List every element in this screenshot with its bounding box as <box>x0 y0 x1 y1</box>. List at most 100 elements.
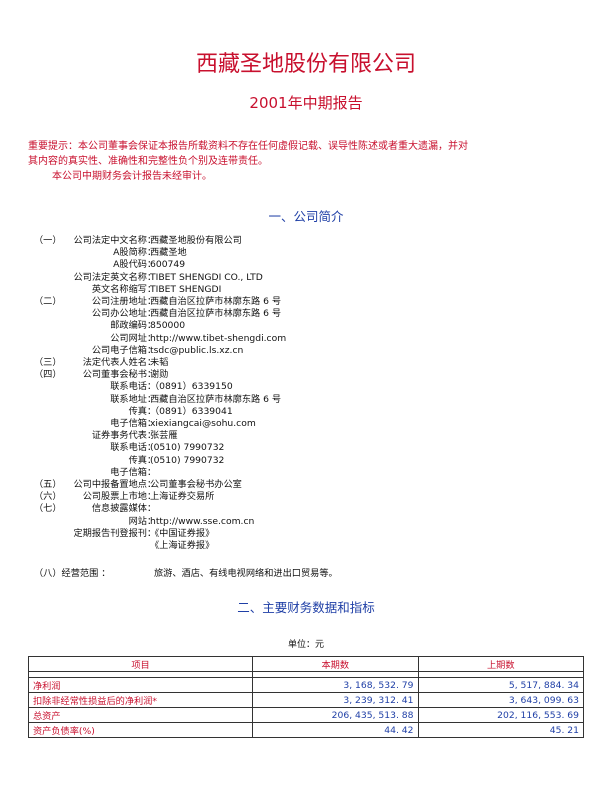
header-item: 项目 <box>28 656 253 672</box>
info-row: 传真：(0510) 7990732 <box>0 454 612 468</box>
info-row-colon: ： <box>147 308 157 320</box>
item-cell: 资产负债率(%) <box>28 722 253 738</box>
info-row-label: 传真 <box>128 405 147 417</box>
section-1-title: 一、公司简介 <box>268 209 344 224</box>
info-row-value: 850000 <box>150 320 186 332</box>
info-row-value: 未韬 <box>150 357 169 368</box>
section-2-title: 二、主要财务数据和指标 <box>237 600 375 615</box>
info-row: 公司法定英文名称：TIBET SHENGDI CO., LTD <box>0 271 612 285</box>
info-row: 公司电子信箱：tsdc@public.ls.xz.cn <box>0 344 612 358</box>
info-row-label: 联系地址 <box>110 393 147 405</box>
info-row-number: （七） <box>34 503 62 515</box>
report-title: 西藏圣地股份有限公司 <box>195 52 416 77</box>
info-row: 《上海证券报》 <box>0 539 612 553</box>
info-row-value: (0510) 7990732 <box>150 442 225 454</box>
info-row-value: 《上海证券报》 <box>150 540 215 551</box>
info-row-label: 证券事务代表 <box>91 430 147 442</box>
info-row-value: 600749 <box>150 259 186 271</box>
info-row-value: 《中国证券报》 <box>150 527 215 539</box>
previous-value-cell: 3, 643, 099. 63 <box>417 692 584 708</box>
info-row-label: 传真 <box>128 454 147 466</box>
previous-value-cell: 45. 21 <box>417 722 584 738</box>
info-row-colon: ： <box>147 283 157 295</box>
header-current: 本期数 <box>252 656 419 672</box>
previous-value-cell: 202, 116, 553. 69 <box>417 707 584 723</box>
info-row: 网站：http://www.sse.com.cn <box>0 515 612 529</box>
info-row-value: （0891）6339150 <box>150 381 233 393</box>
info-row-colon: ： <box>147 393 157 405</box>
info-row-colon: ： <box>147 235 157 246</box>
info-row-label: 网站 <box>128 515 147 527</box>
info-row: 电子信箱： <box>0 466 612 480</box>
info-row: （六）公司股票上市地：上海证券交易所 <box>0 490 612 504</box>
item-cell: 扣除非经常性损益后的净利润* <box>28 692 253 708</box>
info-row-colon: ： <box>147 466 157 478</box>
item-cell: 总资产 <box>28 707 253 723</box>
info-row-colon: ： <box>147 405 157 417</box>
info-row-value: 西藏圣地股份有限公司 <box>150 235 242 246</box>
info-row-colon: ： <box>147 332 157 344</box>
info-row-value: 公司董事会秘书办公室 <box>150 479 242 490</box>
info-row-label: 公司董事会秘书 <box>82 369 147 381</box>
info-row-label: 公司网址 <box>110 332 147 344</box>
info-row-value: 上海证券交易所 <box>150 491 215 503</box>
info-row-label: 公司法定英文名称 <box>73 271 148 283</box>
info-row-colon: ： <box>147 430 157 442</box>
current-value-cell: 44. 42 <box>252 722 419 738</box>
info-row-colon: ： <box>147 527 157 539</box>
item-cell: 净利润 <box>28 677 253 693</box>
info-row-value: 西藏自治区拉萨市林廓东路 6 号 <box>150 296 282 307</box>
info-row-label: 公司办公地址 <box>91 308 147 320</box>
info-row: 传真：（0891）6339041 <box>0 405 612 419</box>
info-row-colon: ： <box>147 418 157 429</box>
info-row-colon: ： <box>147 357 157 368</box>
info-row-label: A股代码 <box>113 259 147 271</box>
info-row-number: （一） <box>34 235 62 246</box>
info-row-value: tsdc@public.ls.xz.cn <box>150 344 244 356</box>
info-row-colon: ： <box>147 503 157 515</box>
info-row-value: 谢勋 <box>150 369 169 381</box>
info-row: 邮政编码：850000 <box>0 319 612 333</box>
info-row-colon: ： <box>147 515 157 527</box>
info-row-colon: ： <box>147 454 157 466</box>
unit-label: 单位：元 <box>287 640 324 650</box>
info-row-colon: ： <box>147 247 157 259</box>
info-row: （一）公司法定中文名称：西藏圣地股份有限公司 <box>0 234 612 248</box>
info-row-value: TIBET SHENGDI <box>150 283 222 295</box>
info-row-label: A股简称 <box>113 247 147 259</box>
info-row-value: 西藏圣地 <box>150 247 187 259</box>
info-row: A股简称：西藏圣地 <box>0 246 612 260</box>
info-row: （四）公司董事会秘书：谢勋 <box>0 368 612 382</box>
info-row-number: （三） <box>34 357 62 368</box>
info-row-label: 邮政编码 <box>110 320 147 332</box>
info-row: 联系地址：西藏自治区拉萨市林廓东路 6 号 <box>0 393 612 407</box>
info-row-number: （五） <box>34 479 62 490</box>
info-row-label: 电子信箱 <box>110 418 147 429</box>
previous-value-cell: 5, 517, 884. 34 <box>417 677 584 693</box>
info-row: 电子信箱：xiexiangcai@sohu.com <box>0 417 612 431</box>
info-row-value: xiexiangcai@sohu.com <box>150 418 256 429</box>
spacer-cell <box>417 671 584 678</box>
info-row-label: 公司股票上市地 <box>82 491 147 503</box>
info-row-label: 公司中报备置地点 <box>73 479 148 490</box>
spacer-cell <box>28 671 253 678</box>
audit-notice: 本公司中期财务会计报告未经审计。 <box>52 171 212 182</box>
header-previous: 上期数 <box>417 656 584 672</box>
info-row-value: http://www.sse.com.cn <box>150 515 255 527</box>
info-row-value: （0891）6339041 <box>150 405 233 417</box>
info-row-colon: ： <box>147 344 157 356</box>
info-row-value: 西藏自治区拉萨市林廓东路 6 号 <box>150 308 282 320</box>
info-row: 公司网址：http://www.tibet-shengdi.com <box>0 332 612 346</box>
info-row: 英文名称缩写：TIBET SHENGDI <box>0 283 612 297</box>
info-row-number: （二） <box>34 296 62 307</box>
current-value-cell: 3, 168, 532. 79 <box>252 677 419 693</box>
info-row: （五）公司中报备置地点：公司董事会秘书办公室 <box>0 478 612 492</box>
info-row-value: http://www.tibet-shengdi.com <box>150 332 287 344</box>
info-row-value: 西藏自治区拉萨市林廓东路 6 号 <box>150 393 282 405</box>
info-row: A股代码：600749 <box>0 258 612 272</box>
info-row: （二）公司注册地址：西藏自治区拉萨市林廓东路 6 号 <box>0 295 612 309</box>
info-row-label: 电子信箱 <box>110 466 147 478</box>
